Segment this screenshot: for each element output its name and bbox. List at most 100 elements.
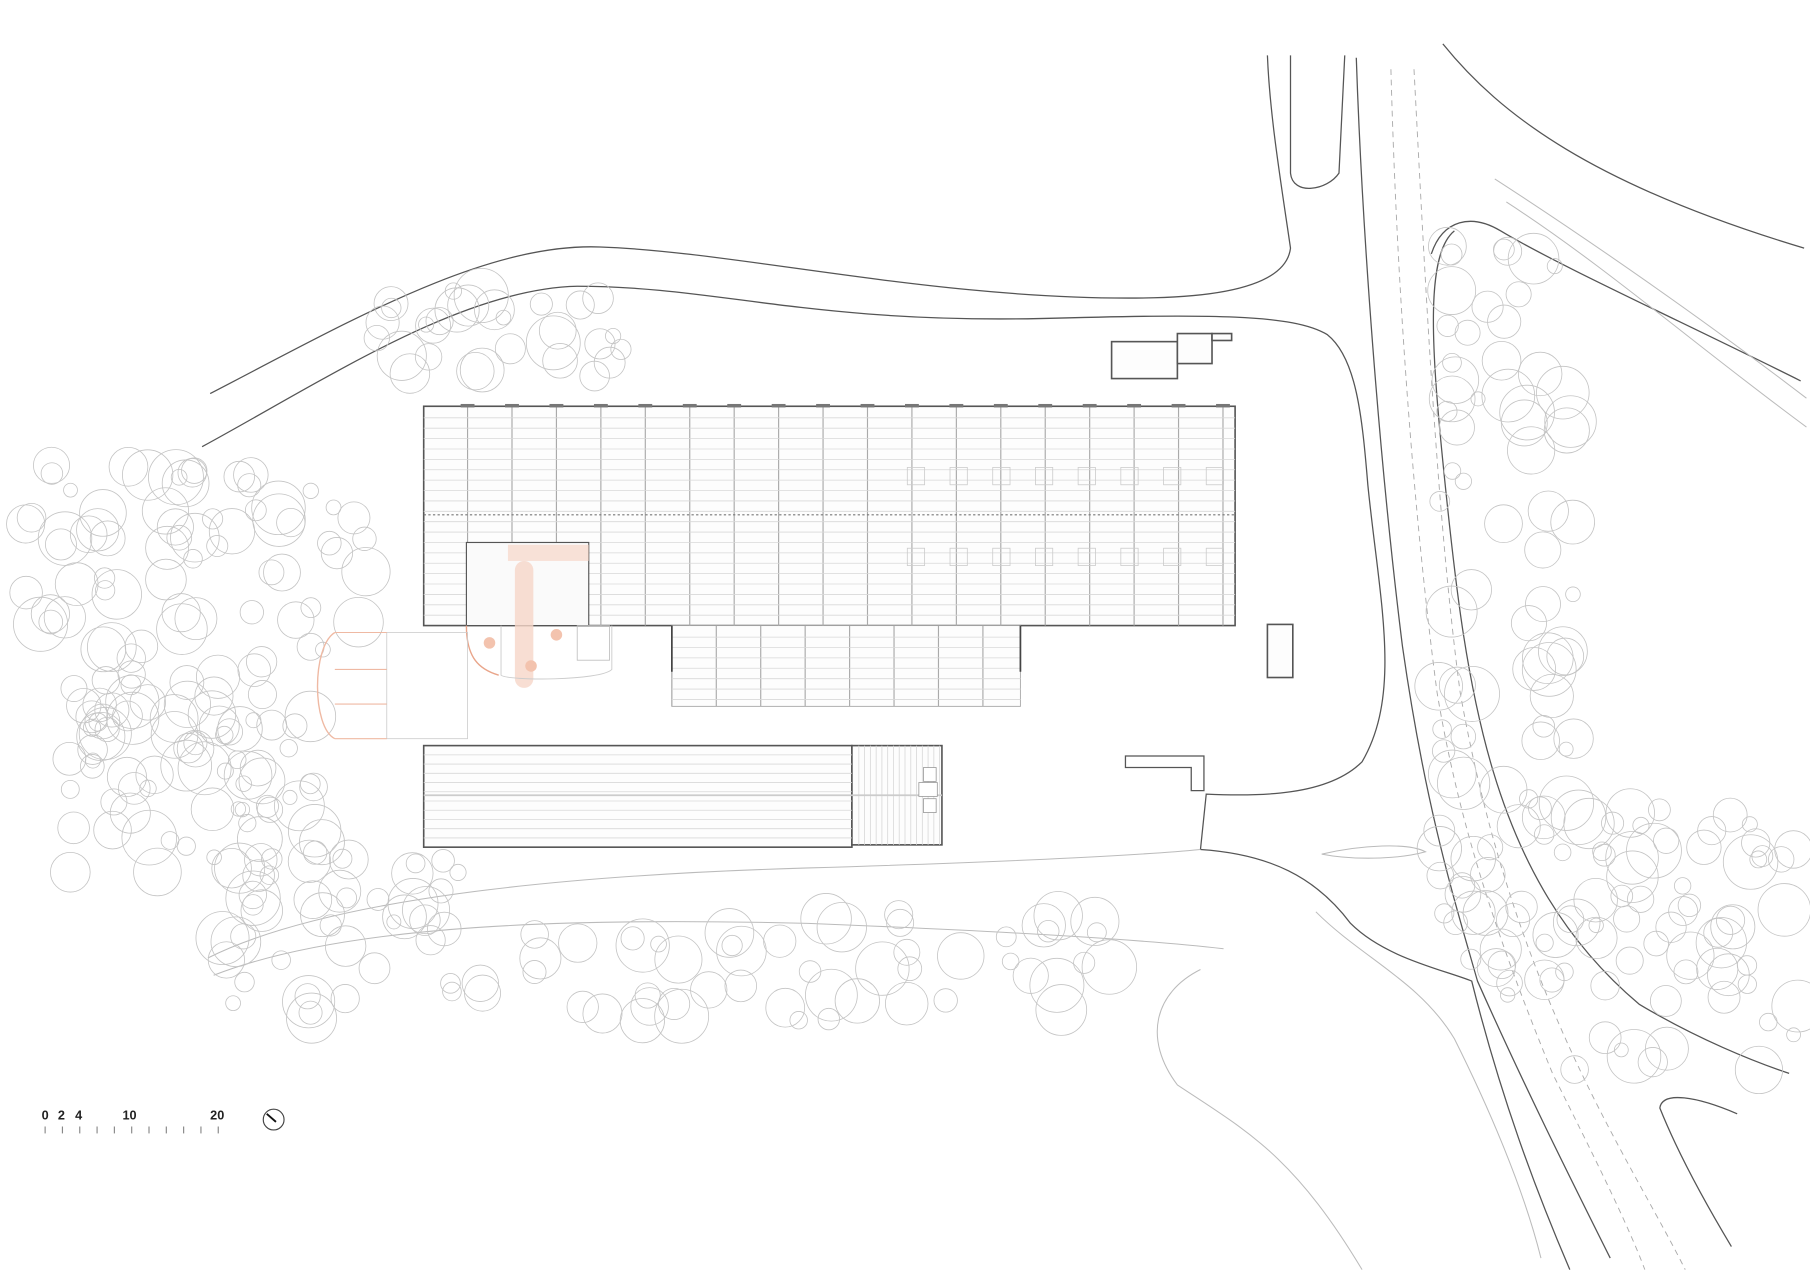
column: [1216, 403, 1230, 408]
tree: [177, 741, 232, 796]
tree: [1544, 395, 1597, 448]
tree: [80, 754, 105, 779]
tree: [1606, 850, 1659, 903]
tree: [765, 987, 806, 1028]
tree: [1655, 911, 1687, 943]
tree: [160, 739, 213, 792]
tree: [299, 819, 345, 866]
tree: [529, 292, 553, 316]
tree: [1615, 946, 1644, 975]
tree: [6, 504, 46, 544]
tree: [255, 794, 279, 818]
tree: [133, 847, 182, 897]
tree: [1499, 987, 1516, 1003]
column: [860, 403, 875, 408]
tree: [33, 446, 71, 484]
tree: [263, 553, 301, 592]
tree: [129, 684, 166, 721]
tree: [1070, 896, 1120, 946]
tree: [1493, 236, 1523, 266]
skylight: [1205, 467, 1224, 486]
tree: [447, 284, 490, 327]
tree: [459, 347, 505, 393]
path-s: [1315, 911, 1542, 1259]
tree: [1645, 1026, 1689, 1071]
tree: [834, 978, 880, 1024]
tree: [1519, 789, 1539, 809]
tree: [279, 739, 298, 758]
column: [1082, 403, 1097, 408]
tree: [365, 305, 400, 340]
tree: [1493, 238, 1515, 261]
tree: [1081, 939, 1138, 995]
tree: [525, 315, 581, 371]
tree: [50, 851, 91, 893]
column: [682, 403, 697, 408]
tree: [169, 665, 205, 700]
scale-label-10: 10: [122, 1109, 136, 1123]
scale-bar: 0 2 4 10 20: [42, 1109, 224, 1134]
tree: [247, 680, 277, 710]
tree: [246, 646, 278, 678]
skylight: [1120, 547, 1139, 566]
tree: [237, 816, 283, 863]
tree: [161, 593, 201, 633]
tree: [1590, 970, 1620, 1001]
tree: [1643, 930, 1669, 957]
tree: [1522, 632, 1574, 684]
road-northeast: [1442, 43, 1805, 249]
tree: [109, 792, 151, 834]
tree: [897, 956, 923, 982]
tree: [208, 508, 256, 555]
tree: [1588, 917, 1604, 933]
tree: [1037, 919, 1060, 943]
tree: [1703, 917, 1734, 948]
tree: [1535, 933, 1554, 952]
tree: [202, 508, 224, 530]
tree: [721, 934, 743, 957]
column: [993, 403, 1008, 408]
tree: [223, 751, 273, 800]
tree: [1697, 816, 1727, 846]
tree: [324, 925, 367, 967]
tree: [13, 596, 69, 652]
tree: [75, 700, 109, 734]
tree: [261, 848, 283, 870]
tree: [582, 282, 614, 314]
tree: [565, 290, 595, 320]
column: [460, 403, 475, 408]
tree: [1479, 765, 1528, 814]
tree: [256, 796, 284, 823]
tree: [1653, 827, 1680, 854]
tree: [83, 718, 102, 737]
tree: [1427, 749, 1477, 799]
tree: [542, 343, 578, 379]
tree: [1550, 789, 1607, 846]
tree: [190, 787, 235, 832]
tree: [584, 328, 616, 360]
tree: [337, 501, 371, 535]
road-edge-north: [209, 55, 1292, 395]
tree: [1637, 1047, 1668, 1078]
tree: [1484, 504, 1523, 544]
tree: [135, 755, 174, 794]
tree: [187, 690, 237, 739]
tree: [194, 676, 234, 716]
column: [1171, 403, 1186, 408]
column: [593, 403, 608, 408]
tree: [1443, 462, 1462, 480]
tree: [237, 653, 271, 687]
tree: [800, 893, 852, 945]
tree: [363, 324, 390, 352]
office-core: [465, 541, 613, 688]
tree: [79, 489, 127, 537]
tree: [615, 918, 670, 973]
tree: [582, 993, 623, 1034]
tree: [1029, 957, 1085, 1013]
tree: [1668, 896, 1698, 926]
road-southeast: [1659, 1096, 1738, 1247]
tree: [381, 297, 402, 319]
skylight: [1035, 467, 1054, 486]
tree: [1532, 715, 1555, 738]
tree: [817, 1007, 840, 1031]
